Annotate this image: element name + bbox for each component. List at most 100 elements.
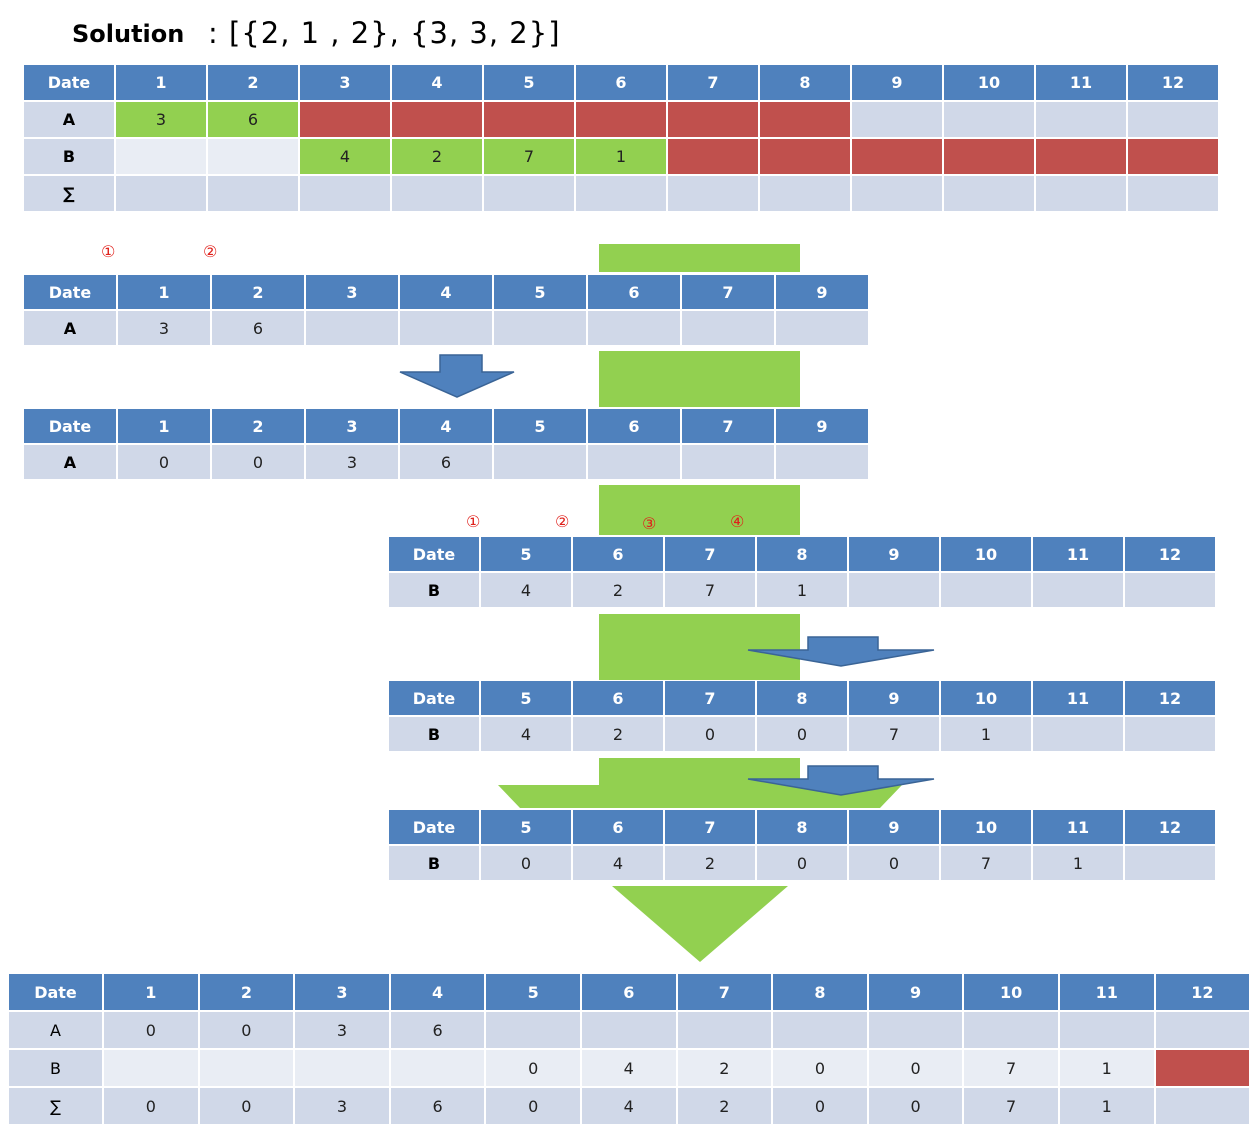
row-label: B [389, 573, 479, 607]
day-header: 10 [941, 681, 1031, 715]
marker-3-b: ③ [642, 514, 657, 533]
table-cell [116, 139, 206, 174]
green-trapezoid [498, 758, 902, 808]
solution-title: Solution [72, 20, 185, 48]
day-header: 10 [944, 65, 1034, 100]
day-header: 12 [1125, 681, 1215, 715]
day-header: 8 [773, 974, 867, 1010]
table-cell [1155, 1088, 1250, 1124]
day-header: 1 [118, 275, 210, 309]
table-cell: 4 [573, 846, 663, 880]
table-cell: 7 [849, 717, 939, 751]
table-cell: 3 [118, 311, 210, 345]
date-header: Date [24, 409, 116, 443]
table-cell: 1 [1059, 1050, 1154, 1086]
day-header: 5 [494, 409, 586, 443]
row-label: B [24, 139, 114, 174]
day-header: 6 [573, 681, 663, 715]
table-cell [392, 102, 482, 137]
date-header: Date [9, 974, 102, 1010]
date-header: Date [389, 537, 479, 571]
day-header: 7 [665, 681, 755, 715]
date-header: Date [389, 681, 479, 715]
day-header: 11 [1033, 681, 1123, 715]
table-cell [1033, 573, 1123, 607]
table-cell [944, 102, 1034, 137]
table-cell: 0 [486, 1088, 580, 1124]
table-cell: 3 [306, 445, 398, 479]
table-cell [1125, 846, 1215, 880]
day-header: 1 [116, 65, 206, 100]
table-cell: 2 [677, 1088, 772, 1124]
table-cell: 0 [481, 846, 571, 880]
day-header: 7 [682, 409, 774, 443]
table-cell [116, 176, 206, 211]
table-cell: 7 [941, 846, 1031, 880]
table-cell [1033, 717, 1123, 751]
day-header: 1 [118, 409, 210, 443]
table-cell [1059, 1012, 1154, 1048]
table-cell: 0 [104, 1088, 198, 1124]
row-label: B [389, 846, 479, 880]
table-cell: 3 [116, 102, 206, 137]
row-label: A [24, 445, 116, 479]
table-cell [1155, 1050, 1250, 1086]
table-cell [1036, 102, 1126, 137]
table-cell: 7 [665, 573, 755, 607]
down-arrow-icon-1 [399, 354, 515, 398]
day-header: 6 [576, 65, 666, 100]
table-cell: 6 [390, 1012, 485, 1048]
day-header: 9 [849, 537, 939, 571]
table-cell: 6 [208, 102, 298, 137]
table-cell [868, 1012, 963, 1048]
table-cell [400, 311, 492, 345]
row-label: B [389, 717, 479, 751]
table-cell [484, 102, 574, 137]
table-cell [494, 311, 586, 345]
table-cell [668, 102, 758, 137]
table-cell: 0 [773, 1088, 867, 1124]
table-cell: 1 [1059, 1088, 1154, 1124]
table-cell: 0 [104, 1012, 198, 1048]
day-header: 4 [392, 65, 482, 100]
day-header: 4 [400, 409, 492, 443]
day-header: 1 [104, 974, 198, 1010]
day-header: 12 [1128, 65, 1218, 100]
day-header: 5 [484, 65, 574, 100]
day-header: 5 [486, 974, 580, 1010]
marker-2-b: ② [555, 512, 570, 531]
table-cell [104, 1050, 198, 1086]
table-cell: 2 [573, 573, 663, 607]
table-cell: 0 [665, 717, 755, 751]
day-header: 6 [588, 409, 680, 443]
table-cell [944, 139, 1034, 174]
day-header: 7 [682, 275, 774, 309]
table-cell [300, 102, 390, 137]
down-arrow-icon-3 [747, 765, 935, 796]
table-cell [1125, 717, 1215, 751]
day-header: 7 [668, 65, 758, 100]
table-cell: 0 [773, 1050, 867, 1086]
day-header: 5 [481, 681, 571, 715]
day-header: 9 [776, 409, 868, 443]
table-cell: 1 [576, 139, 666, 174]
table-cell [576, 102, 666, 137]
day-header: 3 [300, 65, 390, 100]
day-header: 12 [1155, 974, 1250, 1010]
day-header: 6 [573, 810, 663, 844]
day-header: 10 [941, 810, 1031, 844]
table-cell: 0 [199, 1088, 294, 1124]
day-header: 3 [306, 409, 398, 443]
table-cell [486, 1012, 580, 1048]
